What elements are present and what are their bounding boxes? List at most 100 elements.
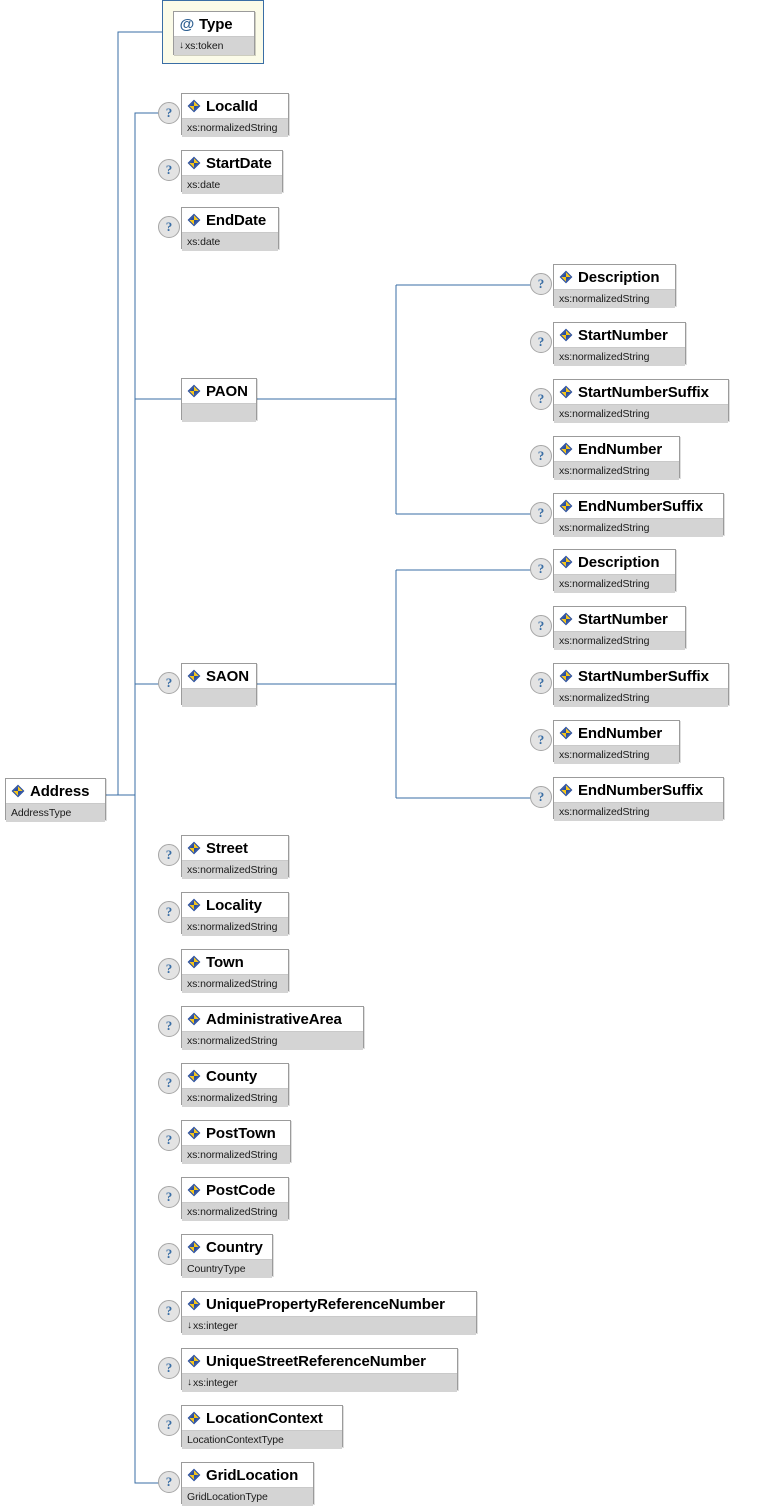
node-label: EndDate <box>206 211 267 229</box>
element-icon <box>187 213 201 227</box>
element-icon <box>187 1069 201 1083</box>
element-icon <box>187 384 201 398</box>
node-header: StartNumberSuffix <box>554 380 728 405</box>
node-header: EndNumberSuffix <box>554 494 723 519</box>
node-type: xs:normalizedString <box>187 1205 278 1218</box>
node-header: StartDate <box>182 151 282 176</box>
node-header: StartNumber <box>554 323 685 348</box>
node-uprn[interactable]: UniquePropertyReferenceNumber↓xs:integer <box>181 1291 477 1335</box>
element-icon <box>559 328 573 342</box>
optional-marker-enddate: ? <box>158 216 180 238</box>
element-icon <box>187 1012 201 1026</box>
node-type: GridLocationType <box>187 1490 268 1503</box>
node-type-row: LocationContextType <box>182 1431 342 1449</box>
optional-marker-postcode: ? <box>158 1186 180 1208</box>
node-type-row: CountryType <box>182 1260 272 1278</box>
node-type: xs:normalizedString <box>559 521 650 534</box>
node-label: County <box>206 1067 258 1085</box>
node-saon[interactable]: SAON <box>181 663 257 707</box>
optional-marker-country: ? <box>158 1243 180 1265</box>
element-icon <box>187 1240 201 1254</box>
element-icon <box>559 783 573 797</box>
element-icon <box>187 156 201 170</box>
node-county[interactable]: County xs:normalizedString <box>181 1063 289 1107</box>
node-type-row: ↓xs:integer <box>182 1317 476 1335</box>
optional-marker-posttown: ? <box>158 1129 180 1151</box>
node-label: Locality <box>206 896 262 914</box>
node-type: xs:normalizedString <box>559 691 650 704</box>
node-type: xs:normalizedString <box>187 977 278 990</box>
node-label: PostCode <box>206 1181 276 1199</box>
node-type: AddressType <box>11 806 72 819</box>
node-type: LocationContextType <box>187 1433 284 1446</box>
node-type-row: xs:date <box>182 176 282 194</box>
node-header: LocalId <box>182 94 288 119</box>
node-saon-endnumber[interactable]: EndNumber xs:normalizedString <box>553 720 680 764</box>
node-type: xs:normalizedString <box>187 1091 278 1104</box>
optional-marker-gridlocation: ? <box>158 1471 180 1493</box>
optional-marker-paon-endnumber: ? <box>530 445 552 467</box>
node-type: xs:token <box>185 39 224 52</box>
node-address[interactable]: Address AddressType <box>5 778 106 822</box>
node-header: Address <box>6 779 105 804</box>
optional-marker-town: ? <box>158 958 180 980</box>
node-type: xs:date <box>187 235 221 248</box>
node-header: UniquePropertyReferenceNumber <box>182 1292 476 1317</box>
node-paon-endnumbersuffix[interactable]: EndNumberSuffix xs:normalizedString <box>553 493 724 537</box>
node-label: Street <box>206 839 248 857</box>
element-icon <box>187 1183 201 1197</box>
node-enddate[interactable]: EndDate xs:date <box>181 207 279 251</box>
node-label: EndNumber <box>578 724 663 742</box>
node-type[interactable]: @Type↓xs:token <box>173 11 255 55</box>
optional-marker-saon-endnumbersuffix: ? <box>530 786 552 808</box>
node-usrn[interactable]: UniqueStreetReferenceNumber↓xs:integer <box>181 1348 458 1392</box>
node-type-row: xs:normalizedString <box>182 918 288 936</box>
node-type: xs:normalizedString <box>559 292 650 305</box>
node-type-row: xs:normalizedString <box>554 575 675 593</box>
node-header: PostTown <box>182 1121 290 1146</box>
optional-marker-paon-startnumber: ? <box>530 331 552 353</box>
node-header: Locality <box>182 893 288 918</box>
node-paon[interactable]: PAON <box>181 378 257 422</box>
node-postcode[interactable]: PostCode xs:normalizedString <box>181 1177 289 1221</box>
element-icon <box>559 270 573 284</box>
node-type-row: GridLocationType <box>182 1488 313 1506</box>
node-type-row: xs:normalizedString <box>182 975 288 993</box>
node-type: xs:integer <box>193 1319 238 1332</box>
node-type-row <box>182 689 256 707</box>
optional-marker-paon-description: ? <box>530 273 552 295</box>
optional-marker-paon-startnumbersuffix: ? <box>530 388 552 410</box>
optional-marker-saon-description: ? <box>530 558 552 580</box>
optional-marker-startdate: ? <box>158 159 180 181</box>
node-label: GridLocation <box>206 1466 299 1484</box>
node-header: EndNumber <box>554 721 679 746</box>
element-icon <box>187 898 201 912</box>
element-icon <box>559 442 573 456</box>
element-icon <box>559 385 573 399</box>
node-type: xs:normalizedString <box>559 748 650 761</box>
derived-marker: ↓ <box>179 40 184 51</box>
optional-marker-saon-startnumbersuffix: ? <box>530 672 552 694</box>
node-locality[interactable]: Locality xs:normalizedString <box>181 892 289 936</box>
element-icon <box>187 1411 201 1425</box>
node-type-row: xs:normalizedString <box>554 689 728 707</box>
optional-marker-saon-endnumber: ? <box>530 729 552 751</box>
